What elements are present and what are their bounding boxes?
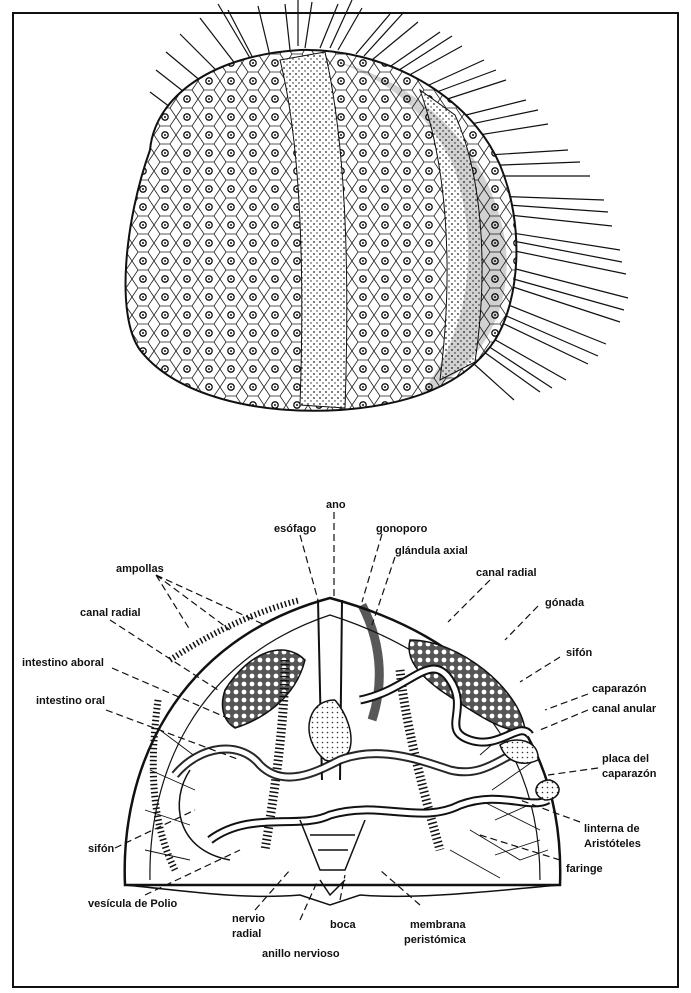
label-caparazon-2: caparazón — [602, 768, 657, 780]
label-intestino-aboral: intestino aboral — [22, 657, 104, 669]
label-glandula-axial: glándula axial — [395, 545, 468, 557]
urchin-anatomy — [125, 598, 561, 905]
label-anillo-nervioso: anillo nervioso — [262, 948, 340, 960]
label-ano: ano — [326, 499, 346, 511]
mouth — [320, 880, 345, 895]
label-boca: boca — [330, 919, 357, 931]
label-sifon-right: sifón — [566, 647, 593, 659]
gonad-right — [409, 640, 525, 731]
label-gonada: gónada — [545, 597, 585, 609]
aristotle-lantern — [300, 820, 365, 870]
label-linterna-de: linterna de — [584, 823, 640, 835]
label-faringe: faringe — [566, 863, 603, 875]
urchin-exterior — [126, 0, 628, 411]
label-ampollas: ampollas — [116, 563, 164, 575]
label-canal-radial-left: canal radial — [80, 607, 141, 619]
label-esofago: esófago — [274, 523, 316, 535]
label-sifon-left: sifón — [88, 843, 115, 855]
label-membrana: membrana — [410, 919, 467, 931]
label-radial: radial — [232, 928, 261, 940]
polian-vesicle — [536, 780, 559, 800]
siphon-left — [179, 770, 230, 860]
label-intestino-oral: intestino oral — [36, 695, 105, 707]
label-vesicula-de-polio: vesícula de Polio — [88, 898, 178, 910]
label-aristoteles: Aristóteles — [584, 838, 641, 850]
label-peristomica: peristómica — [404, 934, 467, 946]
label-nervio: nervio — [232, 913, 265, 925]
gonad-left — [222, 650, 305, 728]
ampullae-left — [153, 700, 175, 870]
label-caparazon: caparazón — [592, 683, 647, 695]
label-canal-anular: canal anular — [592, 703, 657, 715]
label-placa-del: placa del — [602, 753, 649, 765]
label-gonoporo: gonoporo — [376, 523, 428, 535]
label-canal-radial-top: canal radial — [476, 567, 537, 579]
